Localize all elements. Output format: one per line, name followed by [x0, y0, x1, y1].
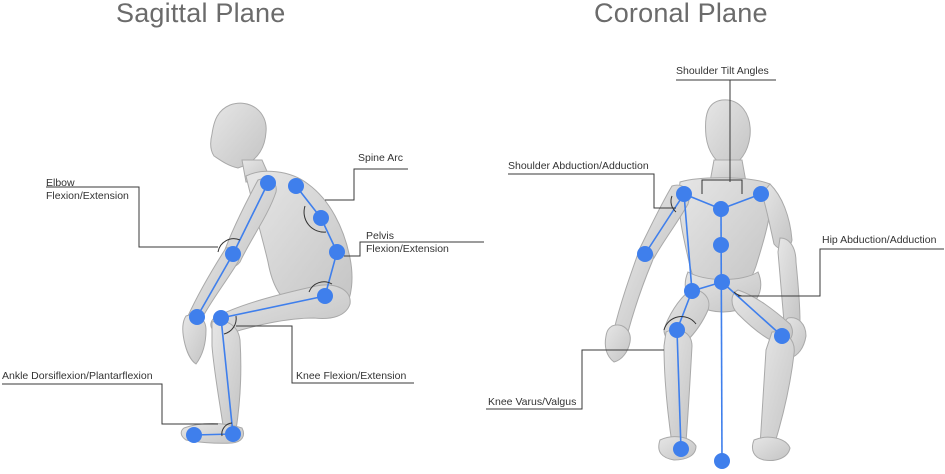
sagittal-head — [210, 102, 267, 169]
coronal-right-shin — [759, 331, 795, 447]
elbow-leader — [46, 186, 218, 248]
coronal-leader-lines — [486, 79, 944, 410]
pelvis-label-line1: Pelvis — [366, 230, 395, 242]
sagittal-plane-title: Sagittal Plane — [116, 0, 286, 28]
shoulder-abduction-leader — [508, 173, 676, 209]
sagittal-body-figure — [180, 102, 353, 444]
coronal-right-foot — [751, 436, 791, 461]
pelvis-leader — [344, 241, 484, 257]
coronal-left-hand — [604, 324, 631, 363]
sagittal-joint-wrist — [189, 309, 205, 325]
coronal-joint-right-knee — [774, 328, 790, 344]
sagittal-leader-lines — [2, 168, 484, 425]
pelvis-label-line2: Flexion/Extension — [366, 243, 449, 255]
coronal-joint-left-ankle — [673, 441, 689, 457]
coronal-joint-ground — [714, 453, 730, 469]
coronal-bone-left-shin — [676, 329, 682, 450]
sagittal-spine-arc — [303, 205, 327, 233]
sagittal-knee-arc — [223, 315, 237, 335]
knee-leader — [236, 325, 414, 384]
coronal-joint-left-elbow — [637, 246, 653, 262]
knee-flexion-label: Knee Flexion/Extension — [296, 370, 407, 382]
sagittal-pelvis-arc — [308, 281, 333, 293]
hip-abduction-leader — [738, 248, 944, 297]
coronal-bone-left-arm — [644, 193, 685, 255]
knee-varus-leader — [486, 349, 664, 410]
sagittal-joint-hip — [317, 288, 333, 304]
elbow-label: Elbow Flexion/Extension — [46, 177, 129, 203]
coronal-joint-neck-base — [713, 201, 729, 217]
sagittal-bone-forearm — [196, 253, 234, 318]
hip-abduction-label: Hip Abduction/Adduction — [822, 234, 937, 246]
coronal-body-figure — [604, 99, 807, 461]
shoulder-tilt-label: Shoulder Tilt Angles — [676, 65, 769, 77]
elbow-label-line1: Elbow — [46, 177, 75, 189]
coronal-right-forearm — [777, 237, 801, 329]
elbow-label-line2: Flexion/Extension — [46, 190, 129, 202]
sagittal-joint-shoulder — [260, 175, 276, 191]
ankle-leader — [2, 383, 218, 425]
pelvis-label: Pelvis Flexion/Extension — [366, 230, 449, 256]
sagittal-bone-upper-arm — [232, 182, 269, 255]
sagittal-joint-spine-mid — [313, 210, 329, 226]
sagittal-joint-neck — [288, 178, 304, 194]
sagittal-angle-arcs — [217, 205, 333, 437]
sagittal-ankle-arc — [221, 422, 233, 437]
sagittal-bone-shin — [220, 317, 234, 435]
sagittal-joint-toe — [186, 427, 202, 443]
sagittal-joint-knee — [213, 310, 229, 326]
coronal-head — [705, 99, 751, 167]
sagittal-joint-spine-low — [329, 244, 345, 260]
coronal-shoulder-tilt-box — [701, 179, 743, 194]
coronal-plane-title: Coronal Plane — [594, 0, 768, 28]
spine-arc-label: Spine Arc — [358, 152, 403, 164]
sagittal-joints — [186, 175, 345, 443]
coronal-joint-left-shoulder — [676, 186, 692, 202]
coronal-left-shin — [663, 329, 693, 445]
knee-varus-label: Knee Varus/Valgus — [488, 396, 577, 408]
sagittal-joint-elbow — [225, 246, 241, 262]
sagittal-elbow-arc — [217, 238, 241, 253]
coronal-joint-left-hip — [684, 283, 700, 299]
coronal-joints — [637, 186, 790, 469]
coronal-joint-spine — [713, 237, 729, 253]
coronal-shoulder-abduction-arc — [670, 195, 677, 213]
spine-leader — [325, 168, 408, 201]
sagittal-bone-thigh — [220, 295, 326, 319]
coronal-joint-pelvis — [714, 274, 730, 290]
shoulder-abduction-label: Shoulder Abduction/Adduction — [508, 160, 649, 172]
coronal-joint-right-shoulder — [753, 186, 769, 202]
coronal-knee-arc — [663, 316, 697, 331]
coronal-joint-left-knee — [669, 322, 685, 338]
coronal-bone-left-trunk — [683, 193, 693, 292]
sagittal-joint-ankle — [225, 426, 241, 442]
coronal-bone-right-thigh — [721, 281, 783, 337]
ankle-label: Ankle Dorsiflexion/Plantarflexion — [2, 370, 153, 382]
